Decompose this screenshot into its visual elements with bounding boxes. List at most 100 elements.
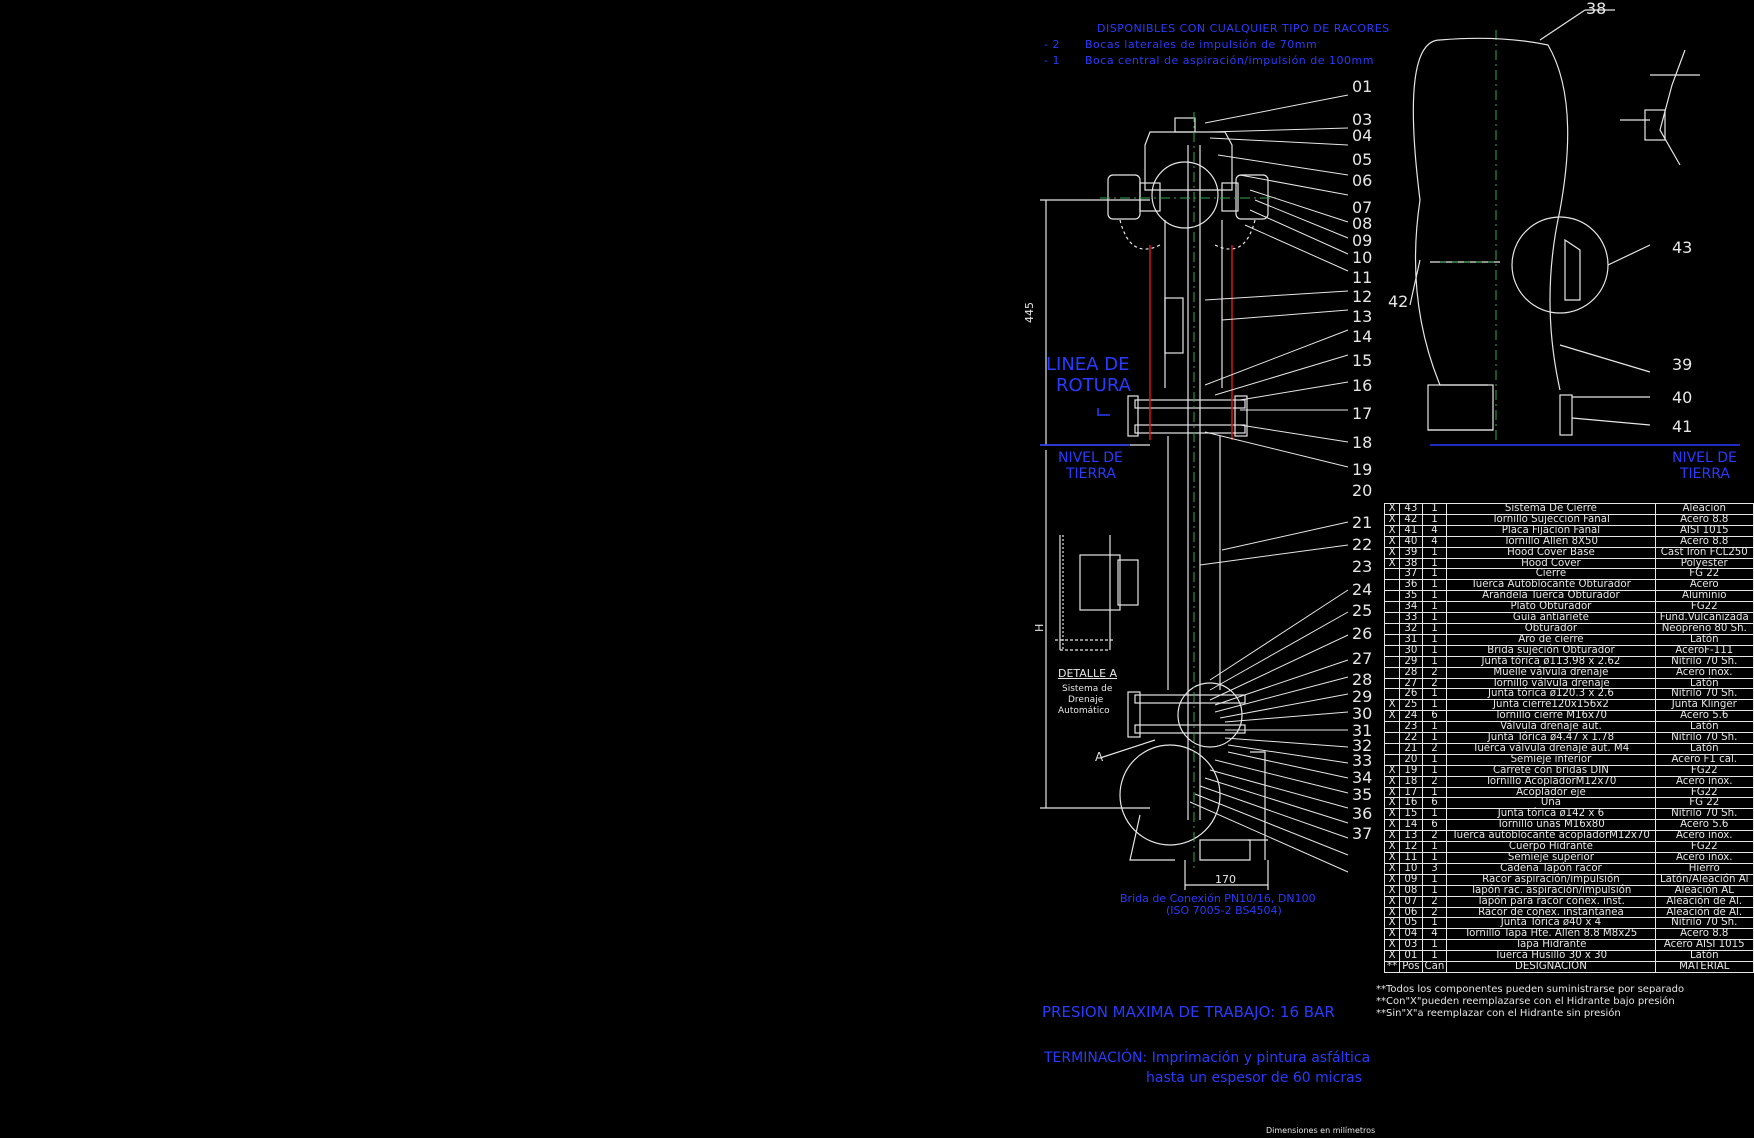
bom-cell-cant: 2	[1421, 775, 1448, 788]
callout-22: 24	[1352, 580, 1373, 599]
callout-7: 09	[1352, 231, 1373, 250]
bom-cell-pos: 32	[1399, 622, 1423, 635]
bom-cell-cant: 1	[1421, 688, 1448, 701]
detalle-a-desc-2: Drenaje	[1068, 695, 1104, 705]
bom-cell-mat: Acero 5.6	[1654, 819, 1754, 832]
dim-170-label: 170	[1215, 873, 1236, 886]
bom-cell-mat: FG22	[1654, 764, 1754, 777]
bom-cell-pos: 10	[1399, 862, 1423, 875]
bom-cell-mat: Acero 8.8	[1654, 513, 1754, 526]
bom-cell-pos: 33	[1399, 612, 1423, 624]
bom-cell-pos: 29	[1399, 655, 1423, 668]
bom-cell-x	[1383, 568, 1401, 581]
bom-cell-x	[1383, 622, 1401, 635]
bom-cell-des: Válvula drenaje aut.	[1446, 721, 1656, 734]
bom-cell-des: Junta tórica ø142 x 6	[1446, 808, 1656, 821]
bom-cell-cant: 2	[1421, 830, 1448, 843]
bom-cell-des: Acoplador eje	[1446, 786, 1656, 799]
callout-42: 42	[1388, 292, 1409, 311]
bom-cell-x: X	[1383, 524, 1401, 537]
bom-cell-pos: 07	[1399, 895, 1423, 908]
bom-cell-x: X	[1383, 699, 1401, 712]
callout-20: 22	[1352, 535, 1373, 554]
bom-cell-x: X	[1383, 884, 1401, 897]
bom-cell-pos: 04	[1399, 928, 1423, 941]
bom-cell-pos: 17	[1399, 786, 1423, 799]
callout-39: 39	[1672, 355, 1693, 374]
bom-cell-x: X	[1383, 775, 1401, 788]
bom-cell-pos: 20	[1399, 753, 1423, 766]
bom-cell-x: X	[1383, 939, 1401, 952]
bom-cell-cant: 1	[1421, 513, 1448, 526]
callout-19: 21	[1352, 513, 1373, 532]
bom-cell-pos: 35	[1399, 590, 1423, 603]
bom-cell-pos: 06	[1399, 906, 1423, 919]
bom-cell-x: X	[1383, 808, 1401, 821]
bom-cell-mat: Latón	[1654, 742, 1754, 755]
bom-cell-x: X	[1383, 764, 1401, 777]
bom-cell-mat: Nitrilo 70 Sh.	[1654, 917, 1754, 930]
callout-34: 36	[1352, 804, 1373, 823]
bom-cell-x: **	[1383, 961, 1401, 973]
bom-cell-cant: 1	[1421, 939, 1448, 952]
bom-cell-x: X	[1383, 513, 1401, 526]
bom-cell-pos: 28	[1399, 666, 1423, 679]
bom-cell-x: X	[1383, 906, 1401, 919]
bom-cell-des: Placa Fijacion Fanal	[1446, 524, 1656, 537]
bom-cell-mat: Aleación AL	[1654, 884, 1754, 897]
bom-cell-x	[1383, 633, 1401, 646]
bom-cell-cant: 2	[1421, 906, 1448, 919]
nivel-tierra-left-1: NIVEL DE	[1058, 450, 1123, 466]
bom-cell-pos: 13	[1399, 830, 1423, 843]
bom-cell-cant: 2	[1421, 666, 1448, 679]
bom-cell-pos: 14	[1399, 819, 1423, 832]
callout-32: 34	[1352, 768, 1373, 787]
bom-cell-x: X	[1383, 786, 1401, 799]
callout-13: 15	[1352, 351, 1373, 370]
bom-cell-des: Tornillo uñas M16x80	[1446, 819, 1656, 832]
bom-cell-des: Junta cierre120x156x2	[1446, 699, 1656, 712]
bom-cell-x	[1383, 612, 1401, 624]
bom-cell-cant: 2	[1421, 895, 1448, 908]
callout-10: 12	[1352, 287, 1373, 306]
bom-cell-pos: 09	[1399, 873, 1423, 886]
brida-label-2: (ISO 7005-2 BS4504)	[1166, 904, 1282, 917]
bom-cell-mat: FG 22	[1654, 568, 1754, 581]
bom-cell-x: X	[1383, 557, 1401, 570]
bom-cell-pos: 01	[1399, 950, 1423, 963]
header-line-1: DISPONIBLES CON CUALQUIER TIPO DE RACORE…	[1097, 22, 1390, 35]
bom-cell-x: X	[1383, 797, 1401, 810]
bom-cell-mat: FG22	[1654, 601, 1754, 614]
presion-label: PRESION MAXIMA DE TRABAJO: 16 BAR	[1042, 1003, 1335, 1021]
bom-cell-des: Obturador	[1446, 622, 1656, 635]
header-line-3-prefix: - 1	[1044, 54, 1060, 67]
bom-cell-cant: 1	[1421, 917, 1448, 930]
callout-16: 18	[1352, 433, 1373, 452]
bom-cell-des: Tornillo cierre M16x70	[1446, 710, 1656, 723]
bom-cell-cant: 3	[1421, 862, 1448, 875]
bom-cell-pos: 03	[1399, 939, 1423, 952]
bom-cell-pos: 12	[1399, 841, 1423, 853]
detalle-a-title: DETALLE A	[1058, 667, 1118, 680]
bom-cell-cant: 1	[1421, 557, 1448, 570]
dim-445-label: 445	[1023, 302, 1036, 323]
bom-cell-mat: Neopreno 80 Sh.	[1654, 622, 1754, 635]
bom-cell-x	[1383, 655, 1401, 668]
bom-cell-des: Tornillo AcopladorM12x70	[1446, 775, 1656, 788]
bom-cell-x: X	[1383, 819, 1401, 832]
bom-cell-x	[1383, 601, 1401, 614]
bom-cell-pos: 37	[1399, 568, 1423, 581]
bom-cell-x	[1383, 688, 1401, 701]
bom-cell-mat: Fund.Vulcanizada	[1654, 612, 1754, 624]
callout-29: 31	[1352, 721, 1373, 740]
callout-0: 01	[1352, 77, 1373, 96]
